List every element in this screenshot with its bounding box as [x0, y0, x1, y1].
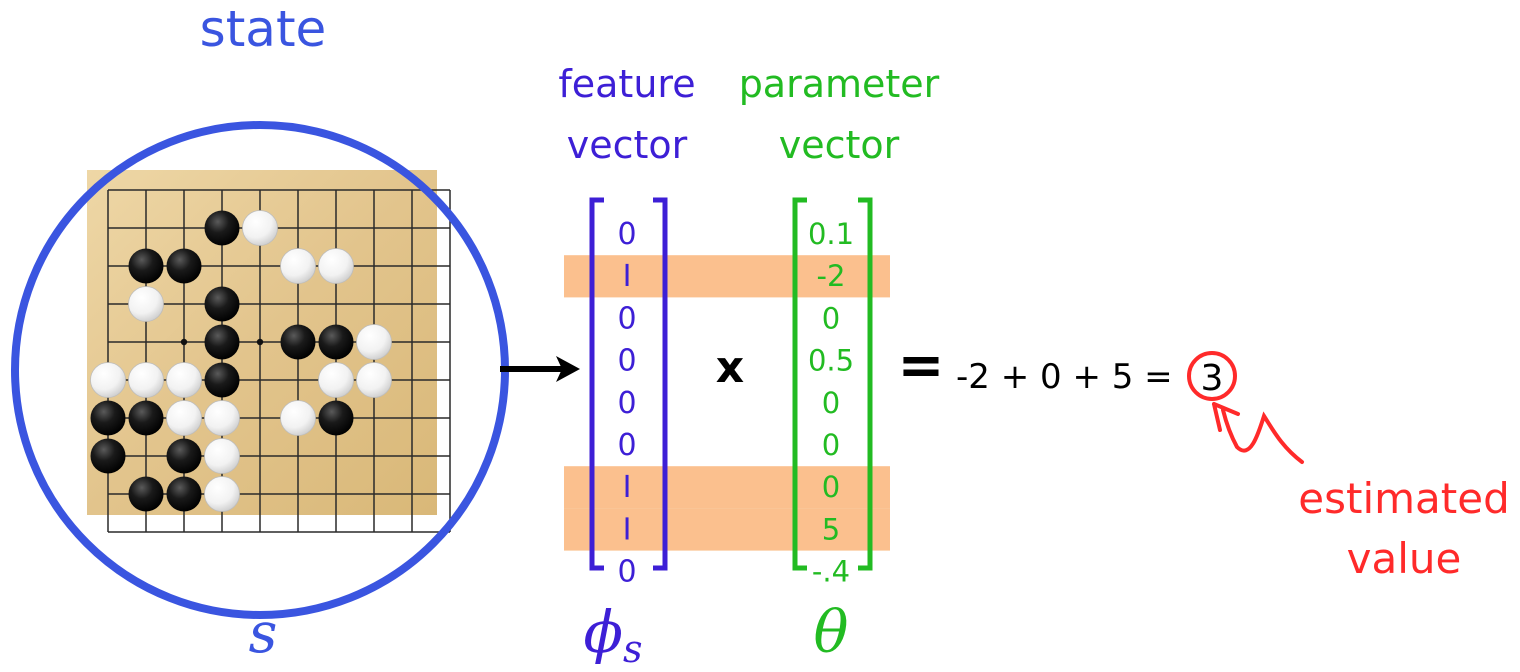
parameter-vector-brackets	[792, 197, 873, 571]
black-stone	[280, 324, 316, 360]
white-stone	[204, 476, 240, 512]
highlight-band	[564, 255, 890, 298]
feature-left-bracket	[589, 197, 604, 571]
go-board	[87, 170, 451, 533]
board-grid	[107, 189, 451, 533]
board-star-point	[256, 338, 264, 346]
feature-entry: 0	[617, 555, 636, 590]
white-stone	[166, 362, 202, 398]
black-stone	[166, 248, 202, 284]
state-symbol: s	[249, 601, 278, 666]
sum-expression: -2 + 0 + 5 =	[956, 357, 1173, 397]
feature-right-bracket	[653, 197, 668, 571]
black-stone	[128, 248, 164, 284]
parameter-entry: 0.1	[808, 217, 854, 251]
white-stone	[280, 248, 316, 284]
white-stone	[128, 286, 164, 322]
black-stone	[90, 400, 126, 436]
result-value: 3	[1201, 358, 1224, 399]
phi-letter: ϕ	[583, 598, 623, 666]
white-stone	[356, 324, 392, 360]
white-stone	[356, 362, 392, 398]
black-stone	[318, 324, 354, 360]
white-stone	[280, 400, 316, 436]
phi-subscript: s	[623, 627, 643, 671]
squiggle-arrow	[1212, 402, 1304, 464]
white-stone	[318, 362, 354, 398]
parameter-header-line-2: vector	[779, 123, 900, 167]
estimated-label-line-1: estimated	[1298, 474, 1509, 523]
black-stone	[204, 362, 240, 398]
phi-symbol: ϕs	[583, 598, 642, 671]
white-stone	[204, 400, 240, 436]
parameter-entry: 0	[822, 386, 840, 420]
parameter-entry: 0	[822, 428, 840, 462]
white-stone	[318, 248, 354, 284]
feature-entry: 0	[617, 217, 636, 252]
feature-header-line-1: feature	[558, 62, 695, 106]
black-stone	[204, 324, 240, 360]
equals-sign: =	[898, 333, 945, 398]
parameter-left-bracket	[792, 197, 807, 571]
arrow-state-to-feature	[500, 356, 580, 382]
feature-entry: I	[623, 512, 632, 547]
board-star-point	[180, 338, 188, 346]
feature-vector-brackets	[589, 197, 668, 571]
highlight-bands	[564, 255, 890, 551]
parameter-right-bracket	[858, 197, 873, 571]
white-stone	[128, 362, 164, 398]
black-stone	[204, 286, 240, 322]
black-stone	[90, 438, 126, 474]
parameter-vector-entries: 0.1 -2 0 0.5 0 0 0 5 -.4	[808, 217, 854, 589]
parameter-entry: -.4	[812, 555, 850, 589]
theta-symbol: θ	[814, 598, 849, 666]
black-stone	[166, 438, 202, 474]
black-stone	[318, 400, 354, 436]
white-stone	[204, 438, 240, 474]
feature-entry: 0	[617, 301, 636, 336]
parameter-entry: 5	[822, 512, 840, 546]
white-stone	[90, 362, 126, 398]
feature-entry: 0	[617, 344, 636, 379]
parameter-entry: -2	[817, 259, 846, 293]
feature-entry: 0	[617, 386, 636, 421]
feature-entry: I	[623, 259, 632, 294]
state-title: state	[200, 0, 327, 58]
multiply-sign: x	[716, 342, 744, 393]
feature-header-line-2: vector	[567, 123, 688, 167]
board-stones	[90, 210, 392, 512]
parameter-entry: 0.5	[808, 344, 854, 378]
white-stone	[166, 400, 202, 436]
feature-entry: I	[623, 470, 632, 505]
white-stone	[242, 210, 278, 246]
parameter-entry: 0	[822, 470, 840, 504]
black-stone	[204, 210, 240, 246]
estimated-label-line-2: value	[1347, 534, 1462, 583]
parameter-header-line-1: parameter	[739, 62, 940, 106]
black-stone	[128, 476, 164, 512]
black-stone	[128, 400, 164, 436]
black-stone	[166, 476, 202, 512]
result-circle	[1187, 351, 1237, 401]
feature-entry: 0	[617, 428, 636, 463]
highlight-band	[564, 466, 890, 509]
parameter-entry: 0	[822, 301, 840, 335]
highlight-band	[564, 508, 890, 551]
